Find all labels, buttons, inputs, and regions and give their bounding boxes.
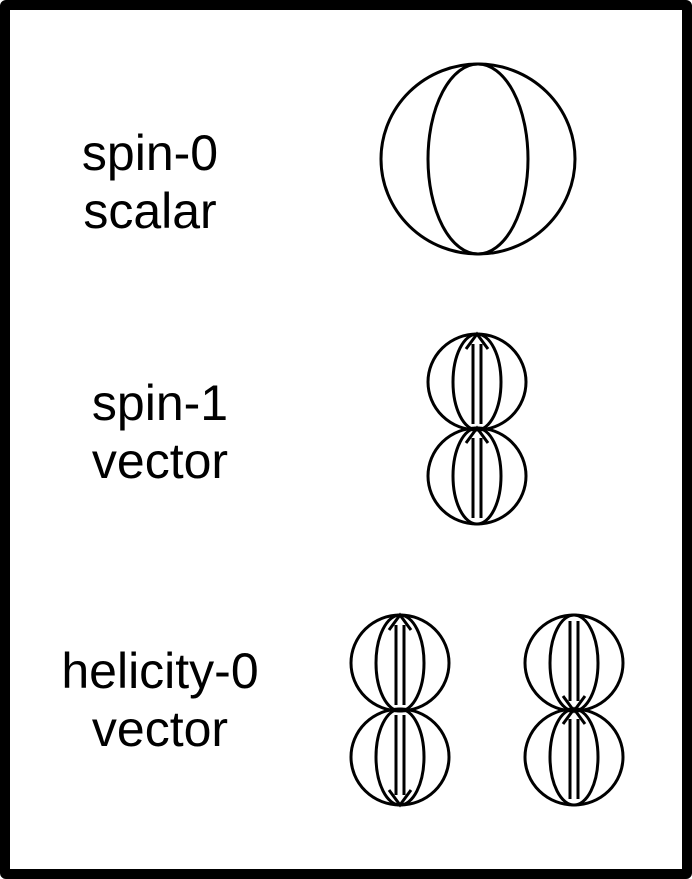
arrow-up-icon <box>561 706 587 725</box>
sphere-meridian <box>548 707 600 807</box>
sphere-outline <box>523 707 625 807</box>
spin-sphere-up <box>426 425 528 526</box>
helicity-0-pair-left <box>349 612 451 808</box>
arrow-up-icon <box>464 425 490 444</box>
sphere-outline <box>426 426 528 526</box>
sphere-meridian <box>374 613 426 713</box>
sphere-meridian <box>426 62 530 256</box>
label-line: helicity-0 <box>61 643 259 699</box>
sphere-outline <box>349 613 451 713</box>
label-line: spin-1 <box>91 375 229 431</box>
scalar-sphere <box>379 62 577 256</box>
spin-sphere-up <box>523 706 625 807</box>
label-spin-0-scalar: spin-0 scalar <box>50 124 250 240</box>
label-line: vector <box>91 701 229 757</box>
helicity-0-pair-right <box>523 613 625 807</box>
arrow-up-icon <box>387 612 413 631</box>
label-spin-1-vector: spin-1 vector <box>60 374 260 490</box>
arrow-down-icon <box>387 789 413 808</box>
arrow-up-icon <box>464 331 490 350</box>
label-line: spin-0 <box>81 125 219 181</box>
label-line: vector <box>91 433 229 489</box>
spin-sphere-up <box>426 331 528 432</box>
label-helicity-0-vector: helicity-0 vector <box>30 642 290 758</box>
spin-sphere-down <box>349 707 451 808</box>
sphere-outline <box>349 707 451 807</box>
sphere-meridian <box>374 707 426 807</box>
sphere-meridian <box>451 426 503 526</box>
spin-sphere-down <box>523 613 625 714</box>
sphere-meridian <box>548 613 600 713</box>
spin-sphere-up <box>349 612 451 713</box>
spin-1-pair <box>426 331 528 526</box>
sphere-outline <box>523 613 625 713</box>
label-line: scalar <box>83 183 217 239</box>
sphere-outline <box>426 332 528 432</box>
sphere-outline <box>379 62 577 256</box>
sphere-meridian <box>451 332 503 432</box>
